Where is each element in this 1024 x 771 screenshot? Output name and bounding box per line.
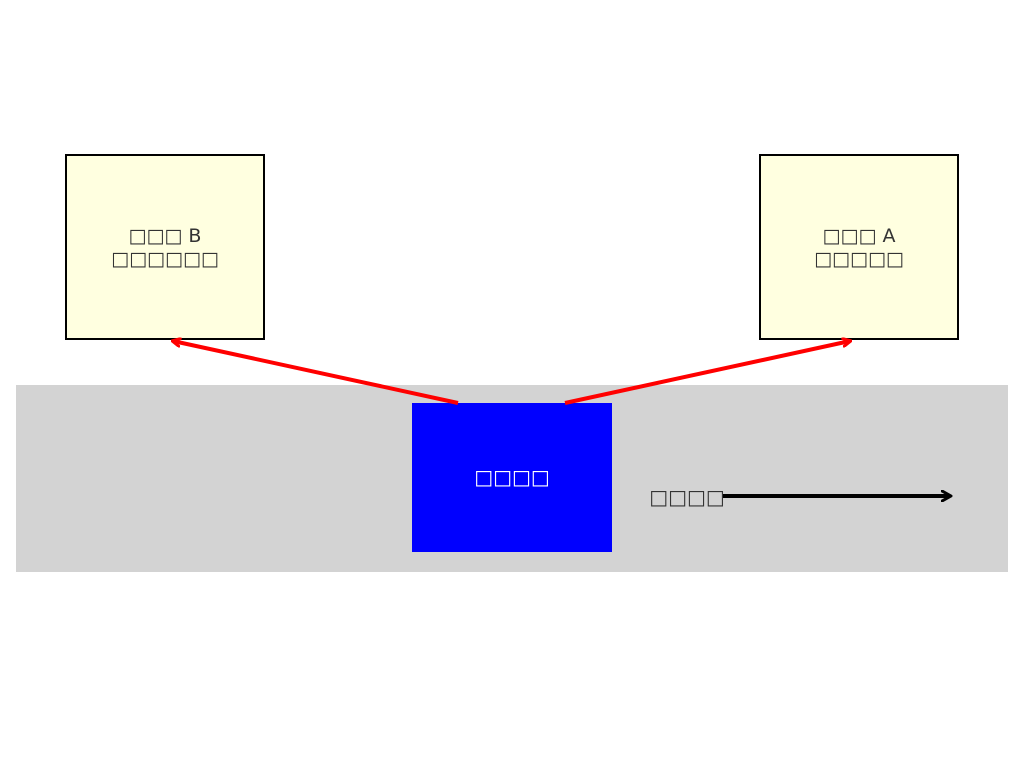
- building-b-title: □□□ B: [129, 225, 202, 247]
- building-b-box: [65, 154, 265, 340]
- link-arrow-to-building-b: [173, 341, 459, 405]
- vehicle-label: □□□□: [474, 465, 550, 489]
- building-a-subtitle: □□□□□: [814, 248, 904, 270]
- direction-label: □□□□: [649, 485, 725, 509]
- building-a-box: [759, 154, 959, 340]
- vehicle: □□□□: [412, 403, 612, 552]
- link-arrow-to-building-a: [564, 341, 850, 405]
- building-b-subtitle: □□□□□□: [111, 248, 219, 270]
- building-a: □□□ A □□□□□: [759, 154, 959, 340]
- vehicle-box: [412, 403, 612, 552]
- building-a-title: □□□ A: [823, 225, 896, 247]
- direction-indicator: □□□□: [649, 485, 950, 509]
- building-b: □□□ B □□□□□□: [65, 154, 265, 340]
